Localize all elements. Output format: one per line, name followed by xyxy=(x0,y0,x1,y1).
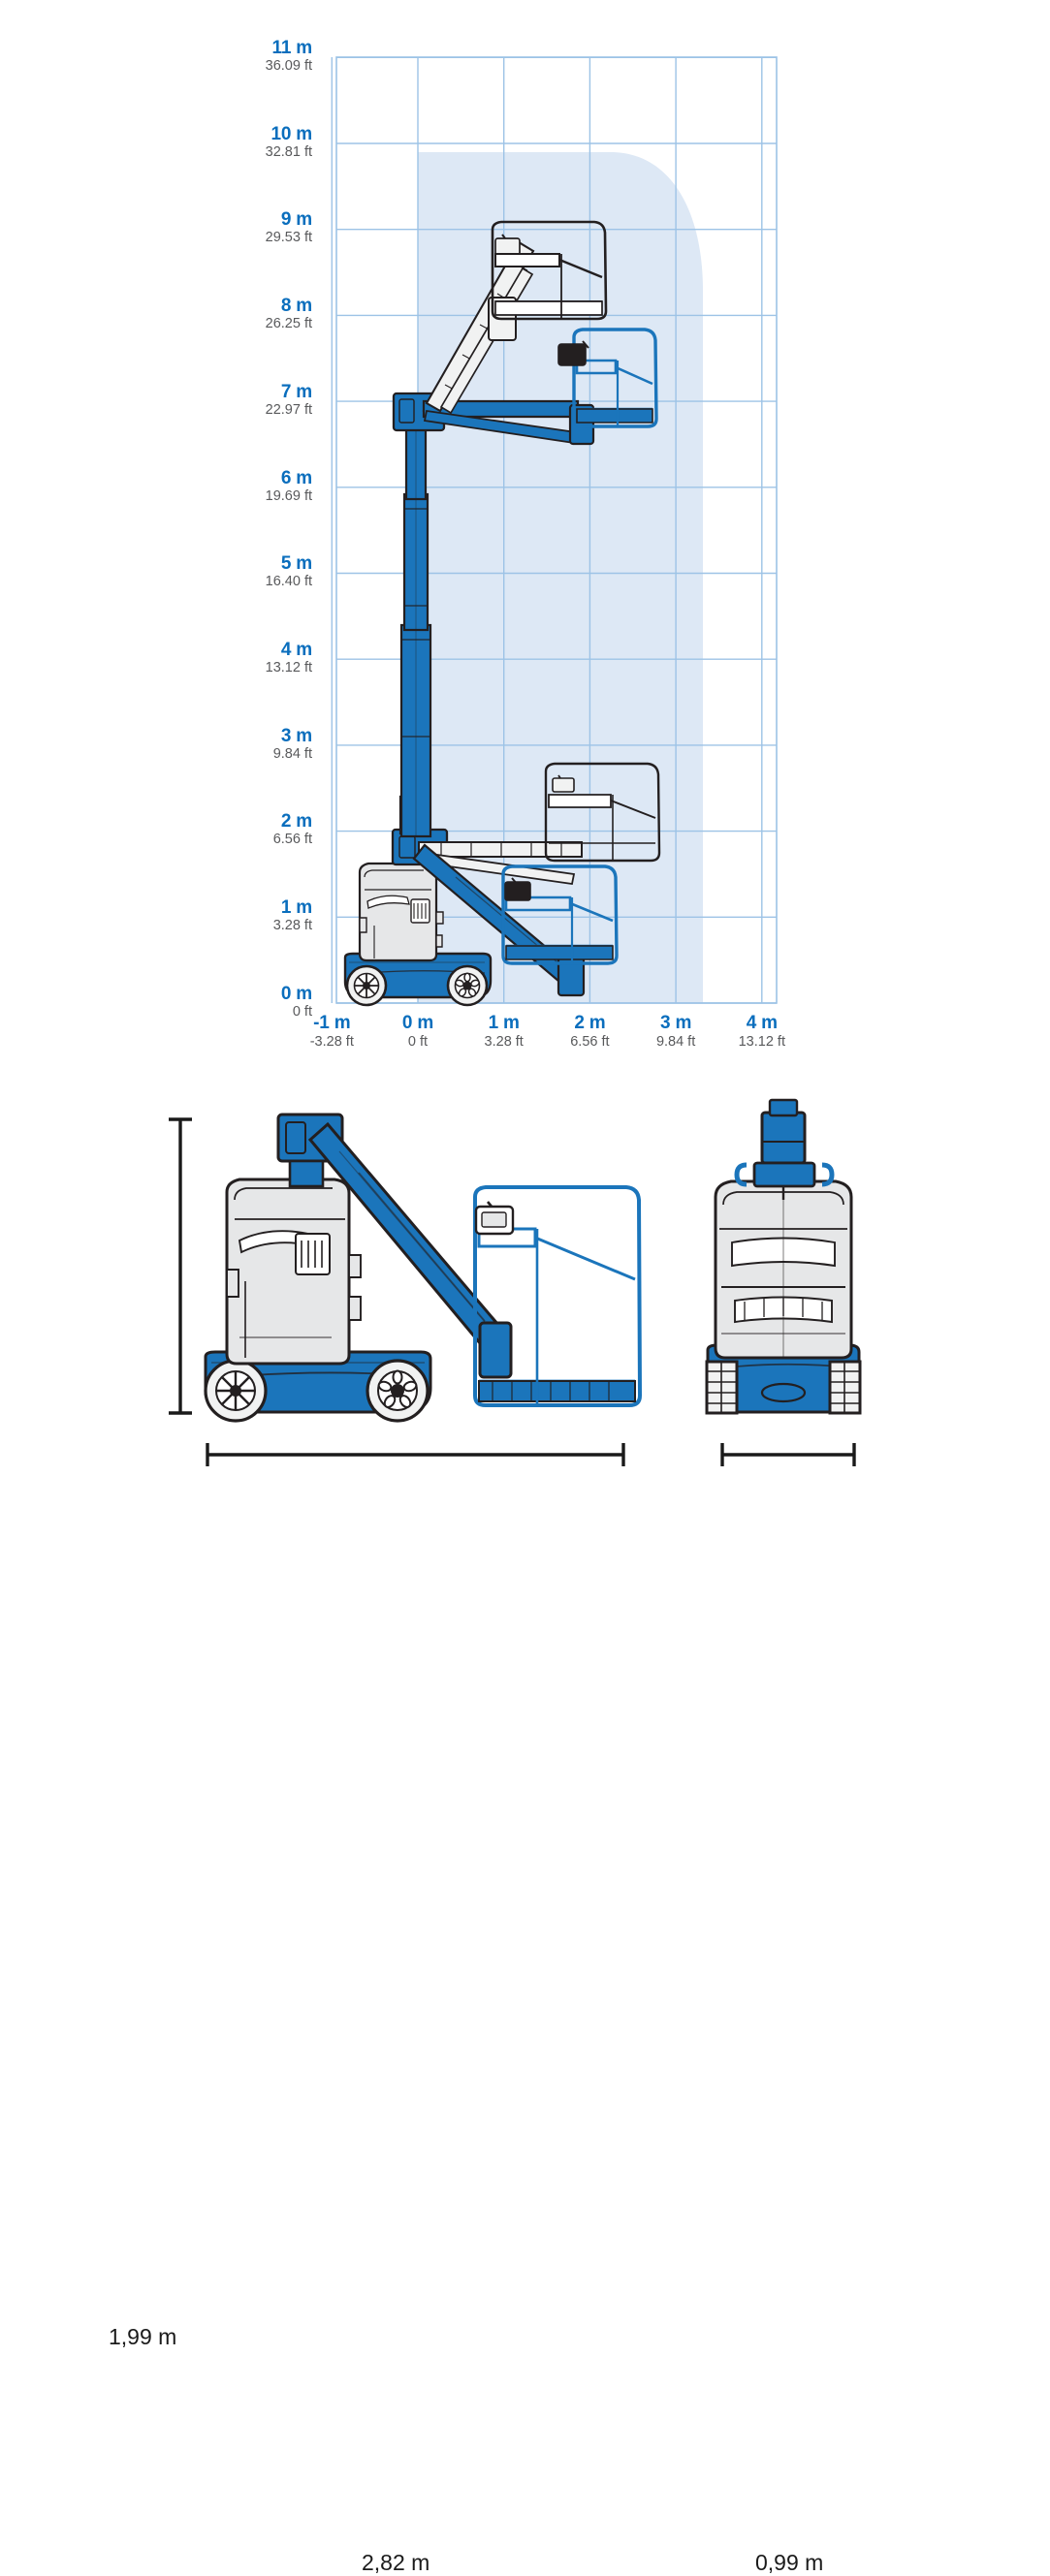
y-tick-7m-imperial: 22.97 ft xyxy=(265,401,312,418)
x-tick-1m-metric: 1 m xyxy=(488,1013,520,1033)
y-tick-8m-imperial: 26.25 ft xyxy=(265,316,312,332)
y-tick-4m: 4 m 13.12 ft xyxy=(206,639,313,675)
y-tick-9m-imperial: 29.53 ft xyxy=(265,230,312,246)
platform-raised-blue xyxy=(557,328,658,428)
height-dimension-line xyxy=(169,1117,192,1415)
plot-frame xyxy=(335,56,778,1004)
y-tick-6m: 6 m 19.69 ft xyxy=(206,467,313,504)
x-tick-2m-metric: 2 m xyxy=(574,1013,606,1033)
x-tick-minus1m-metric: -1 m xyxy=(313,1013,351,1033)
wheels-lowered xyxy=(345,964,489,1007)
envelope-region xyxy=(418,152,703,1003)
y-tick-0m: 0 m 0 ft xyxy=(206,985,312,1020)
y-tick-5m-metric: 5 m xyxy=(280,553,312,575)
x-tick-4m-metric: 4 m xyxy=(746,1013,778,1033)
y-tick-1m-metric: 1 m xyxy=(280,897,312,918)
x-tick-3m-metric: 3 m xyxy=(660,1013,692,1033)
side-width-dimension-line xyxy=(206,1443,625,1466)
y-tick-3m: 3 m 9.84 ft xyxy=(206,725,313,762)
y-tick-4m-imperial: 13.12 ft xyxy=(265,659,312,675)
x-tick-2m-imperial: 6.56 ft xyxy=(570,1034,610,1050)
y-tick-2m: 2 m 6.56 ft xyxy=(206,811,313,848)
y-tick-2m-metric: 2 m xyxy=(280,811,312,832)
x-tick-0m-imperial: 0 ft xyxy=(407,1034,429,1050)
working-envelope-chart: 11 m 36.09 ft 10 m 32.81 ft 9 m 29.53 ft… xyxy=(0,0,1050,1076)
y-tick-2m-imperial: 6.56 ft xyxy=(272,832,312,848)
machine-raised xyxy=(392,220,658,838)
y-tick-0m-metric: 0 m xyxy=(280,983,312,1004)
x-tick-2m: 2 m 6.56 ft xyxy=(536,1014,643,1051)
machine-lowered xyxy=(343,762,661,1007)
y-tick-10m-imperial: 32.81 ft xyxy=(265,143,312,160)
y-tick-7m-metric: 7 m xyxy=(280,381,312,402)
y-tick-4m-metric: 4 m xyxy=(280,639,312,660)
x-tick-0m: 0 m 0 ft xyxy=(365,1014,471,1051)
y-tick-6m-imperial: 19.69 ft xyxy=(265,487,312,504)
y-tick-9m: 9 m 29.53 ft xyxy=(206,209,313,246)
x-tick-4m: 4 m 13.12 ft xyxy=(709,1014,815,1051)
x-tick-3m: 3 m 9.84 ft xyxy=(622,1014,729,1051)
y-tick-9m-metric: 9 m xyxy=(280,209,312,231)
y-tick-8m: 8 m 26.25 ft xyxy=(206,296,313,332)
side-elevation-drawing xyxy=(204,1113,643,1423)
front-width-dimension-line xyxy=(720,1443,856,1466)
y-tick-1m-imperial: 3.28 ft xyxy=(272,918,312,933)
x-tick-1m: 1 m 3.28 ft xyxy=(451,1014,557,1051)
machine-length-dimension-label: 2,82 m xyxy=(362,2550,430,2575)
machine-body-lowered xyxy=(358,862,444,962)
machine-height-dimension-label: 1,99 m xyxy=(109,2324,177,2349)
mast-extended xyxy=(399,405,432,838)
x-tick-1m-imperial: 3.28 ft xyxy=(484,1034,524,1050)
elevation-canvas xyxy=(169,1098,862,1466)
y-tick-8m-metric: 8 m xyxy=(280,296,312,317)
platform-lowered-upper xyxy=(544,762,661,863)
platform-raised-upper xyxy=(491,220,608,321)
elevation-drawings: 1,99 m 2,82 m 0,99 m xyxy=(0,1076,1050,2575)
y-tick-10m-metric: 10 m xyxy=(270,123,312,144)
y-tick-11m: 11 m 36.09 ft xyxy=(206,38,313,74)
y-tick-3m-imperial: 9.84 ft xyxy=(272,745,312,762)
platform-lowered-blue xyxy=(501,864,619,965)
y-tick-11m-metric: 11 m xyxy=(271,38,313,58)
y-tick-10m: 10 m 32.81 ft xyxy=(206,123,313,160)
x-tick-0m-metric: 0 m xyxy=(401,1013,434,1033)
front-elevation-drawing xyxy=(705,1098,862,1415)
y-tick-1m: 1 m 3.28 ft xyxy=(206,897,313,933)
y-tick-11m-imperial: 36.09 ft xyxy=(265,58,312,74)
x-tick-3m-imperial: 9.84 ft xyxy=(655,1034,696,1050)
x-tick-4m-imperial: 13.12 ft xyxy=(738,1034,785,1050)
y-tick-3m-metric: 3 m xyxy=(280,725,312,746)
x-tick-minus1m-imperial: -3.28 ft xyxy=(309,1034,354,1050)
y-tick-5m-imperial: 16.40 ft xyxy=(265,574,312,590)
envelope-chart-canvas xyxy=(331,56,778,1007)
y-tick-5m: 5 m 16.40 ft xyxy=(206,553,313,590)
y-tick-7m: 7 m 22.97 ft xyxy=(206,381,313,418)
y-tick-0m-imperial: 0 ft xyxy=(292,1003,312,1020)
x-tick-minus1m: -1 m -3.28 ft xyxy=(278,1014,385,1051)
machine-width-dimension-label: 0,99 m xyxy=(755,2550,824,2575)
y-tick-6m-metric: 6 m xyxy=(280,467,312,488)
